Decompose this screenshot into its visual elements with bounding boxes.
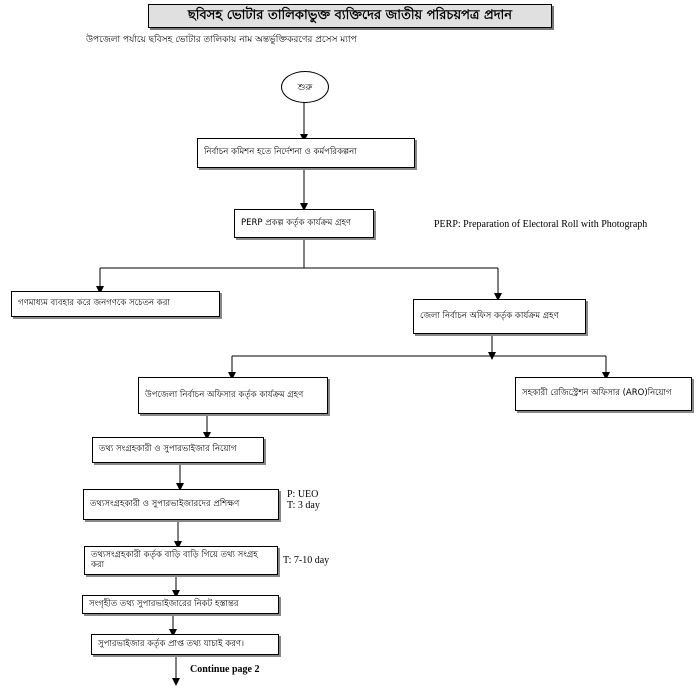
- step-aro-appointment: সহকারী রেজিস্ট্রেশন অফিসার (ARO)নিয়োগ: [515, 377, 692, 411]
- step-perp-program: PERP প্রকল্প কর্তৃক কার্যক্রম গ্রহণ: [234, 209, 374, 238]
- step-verification: সুপারভাইজার কর্তৃক প্রাপ্ত তথ্য যাচাই কর…: [91, 634, 279, 655]
- step-ec-directive: নির্বাচন কমিশন হতে নির্দেশনা ও কর্মপরিকল…: [197, 138, 415, 168]
- training-person-note: P: UEO: [287, 489, 319, 500]
- step-upazila-officer: উপজেলা নির্বাচন অফিসার কর্তৃক কার্যক্রম …: [138, 377, 328, 414]
- perp-definition-note: PERP: Preparation of Electoral Roll with…: [434, 219, 648, 230]
- collection-time-note: T: 7-10 day: [283, 555, 330, 566]
- training-time-note: T: 3 day: [287, 500, 320, 511]
- step-training: তথ্যসংগ্রহকারী ও সুপারভাইজারদের প্রশিক্ষ…: [83, 489, 279, 520]
- step-collector-appointment: তথ্য সংগ্রহকারী ও সুপারভাইজার নিয়োগ: [92, 437, 264, 463]
- step-media-awareness: গণমাধ্যম ব্যবহার করে জনগণকে সচেতন করা: [11, 291, 220, 317]
- step-district-office: জেলা নির্বাচন অফিস কর্তৃক কার্যক্রম গ্রহ…: [413, 299, 586, 334]
- continue-note: Continue page 2: [190, 664, 260, 675]
- page-subtitle: উপজেলা পর্যায়ে ছবিসহ ভোটার তালিকায় নাম…: [86, 35, 357, 45]
- training-note: P: UEO T: 3 day: [287, 489, 320, 511]
- step-door-to-door: তথ্যসংগ্রহকারী কর্তৃক বাড়ি বাড়ি গিয়ে …: [84, 546, 278, 575]
- page-title: ছবিসহ ভোটার তালিকাভুক্ত ব্যক্তিদের জাতীয…: [148, 4, 552, 28]
- step-handover: সংগৃহীত তথ্য সুপারভাইজারের নিকট হস্তান্ত…: [82, 595, 279, 614]
- start-node: শুরু: [281, 71, 329, 103]
